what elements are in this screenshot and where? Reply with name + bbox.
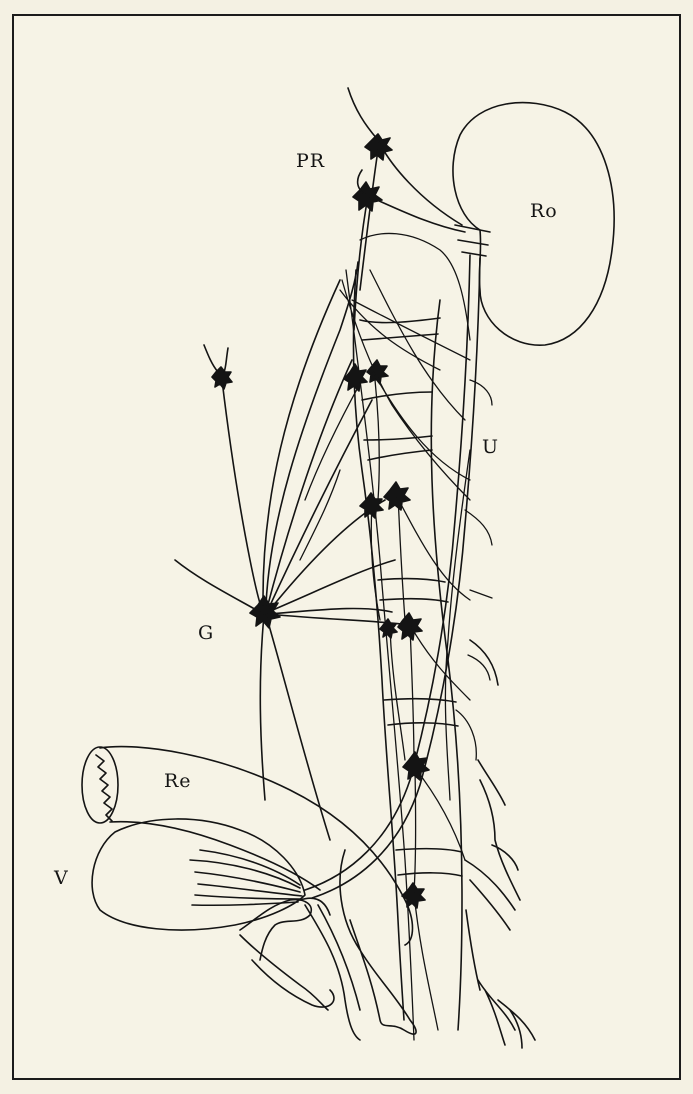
rectum [100, 747, 413, 945]
g-ganglion [250, 596, 280, 628]
bladder [92, 819, 305, 930]
label-re: Re [164, 770, 192, 792]
ureter [305, 255, 470, 890]
label-g: G [198, 622, 214, 644]
kidney-outline [453, 103, 614, 346]
label-v: V [54, 867, 69, 889]
label-ro: Ro [530, 200, 558, 222]
label-pr: PR [296, 150, 325, 172]
label-u: U [482, 436, 499, 458]
